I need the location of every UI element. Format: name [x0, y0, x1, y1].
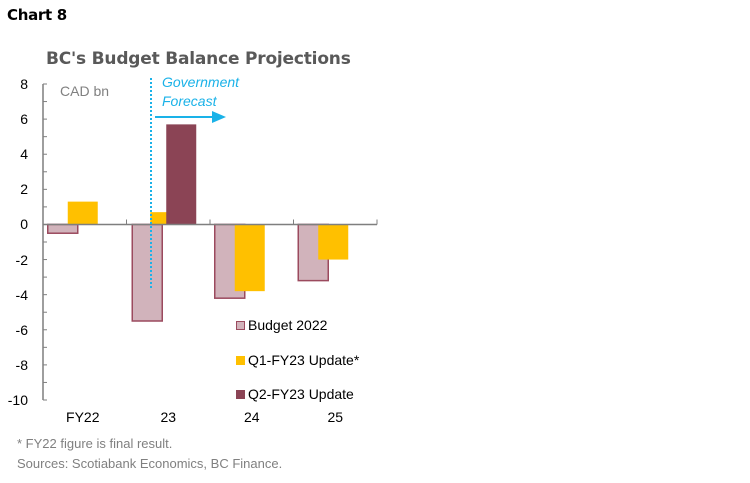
bar-q1-fy23-update--24 — [234, 224, 265, 292]
legend-label: Budget 2022 — [248, 317, 328, 333]
y-tick-label: 8 — [20, 76, 28, 92]
bar-budget-2022-FY22 — [47, 223, 79, 234]
chart-number-label: Chart 8 — [7, 6, 67, 24]
legend-swatch-q1 — [236, 356, 245, 365]
sources: Sources: Scotiabank Economics, BC Financ… — [17, 456, 283, 471]
y-tick-label: -2 — [15, 251, 28, 268]
government-forecast-annotation: Government Forecast — [162, 73, 239, 111]
x-tick-label: 25 — [327, 409, 344, 425]
annotation-line2: Forecast — [162, 93, 217, 109]
legend-item-q1-update: Q1-FY23 Update* — [236, 352, 359, 368]
y-tick-label: -4 — [15, 286, 28, 303]
y-tick-label: 6 — [20, 111, 28, 128]
unit-label: CAD bn — [60, 83, 110, 99]
legend-item-budget-2022: Budget 2022 — [236, 317, 327, 333]
x-tick-label: 24 — [243, 409, 260, 425]
legend-swatch-budget — [236, 321, 245, 330]
bar-q1-fy23-update--FY22 — [67, 201, 98, 225]
legend-label: Q1-FY23 Update* — [248, 352, 360, 368]
y-tick-label: 0 — [20, 216, 28, 233]
y-tick-label: 2 — [20, 181, 28, 198]
forecast-arrow-head-icon — [212, 111, 226, 123]
y-tick-label: 4 — [20, 146, 28, 163]
annotation-line1: Government — [162, 74, 240, 90]
legend-label: Q2-FY23 Update — [248, 386, 354, 402]
y-tick-label: -8 — [15, 356, 28, 373]
y-tick-label: -6 — [15, 321, 28, 338]
y-tick-label: -10 — [7, 392, 28, 408]
x-tick-label: 23 — [160, 409, 177, 425]
chart-title: BC's Budget Balance Projections — [46, 49, 351, 69]
bar-q2-fy23-update-23 — [166, 124, 197, 225]
footnote: * FY22 figure is final result. — [17, 436, 173, 451]
bar-q1-fy23-update--25 — [318, 224, 349, 260]
legend-item-q2-update: Q2-FY23 Update — [236, 386, 354, 402]
x-tick-label: FY22 — [66, 409, 100, 425]
bar-budget-2022-23 — [131, 223, 163, 322]
legend-swatch-q2 — [236, 390, 245, 399]
